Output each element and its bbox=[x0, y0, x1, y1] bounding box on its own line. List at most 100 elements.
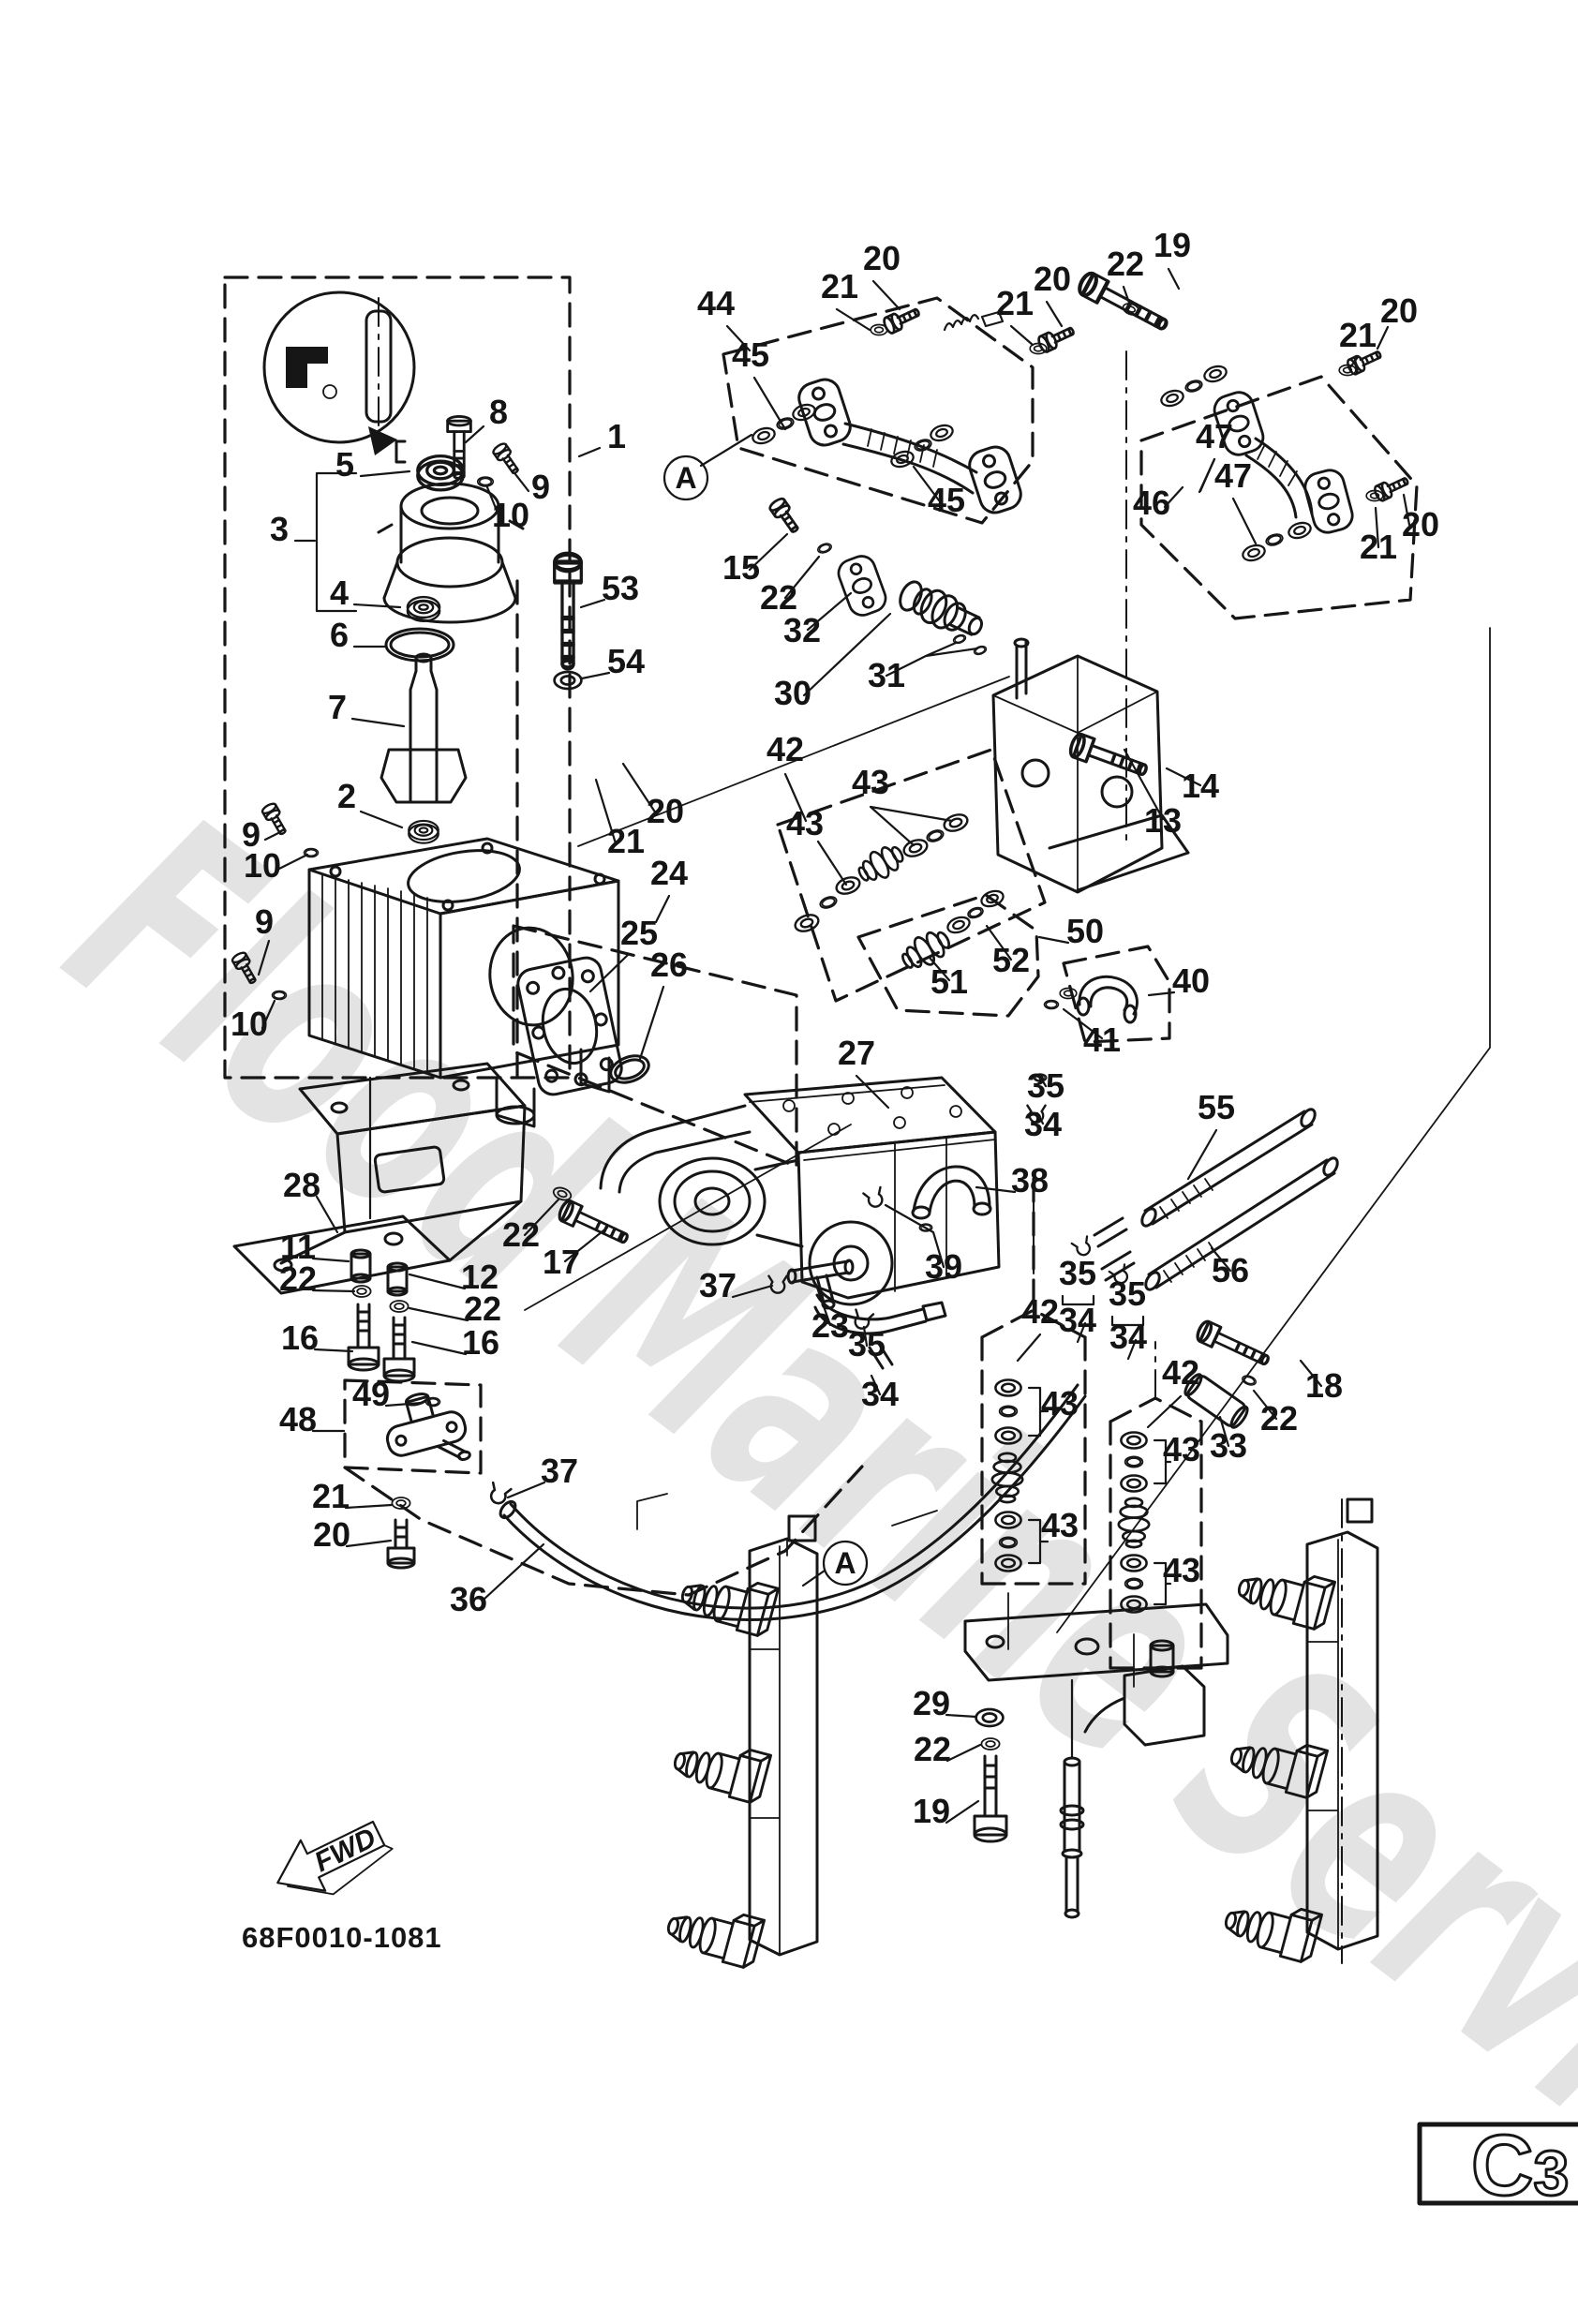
washer-22 bbox=[815, 541, 834, 556]
callout-23: 45 bbox=[928, 481, 965, 519]
callout-46: 43 bbox=[786, 804, 824, 842]
leader-lines bbox=[257, 267, 1411, 1825]
callout-17: 20 bbox=[647, 792, 684, 830]
callout-63: 12 bbox=[461, 1258, 499, 1296]
callout-54: 34 bbox=[1024, 1105, 1062, 1143]
callout-84: 43 bbox=[1041, 1506, 1079, 1544]
callout-76: 37 bbox=[541, 1452, 578, 1490]
callout-66: 22 bbox=[502, 1215, 540, 1254]
callout-13: 10 bbox=[244, 846, 281, 885]
callout-75: 20 bbox=[313, 1515, 350, 1554]
seal-detail-inset bbox=[286, 297, 393, 438]
callout-37: 15 bbox=[722, 548, 760, 587]
bearing-2 bbox=[408, 819, 439, 844]
callout-71: 34 bbox=[861, 1375, 899, 1413]
callout-21: 44 bbox=[697, 284, 735, 322]
group-body-13 bbox=[991, 637, 1190, 894]
injector bbox=[668, 1730, 773, 1806]
callout-55: 55 bbox=[1198, 1088, 1235, 1126]
callout-83: 43 bbox=[1041, 1384, 1079, 1423]
group-damper-33 bbox=[1184, 1318, 1274, 1429]
oring-31 bbox=[972, 644, 989, 657]
construction-lines bbox=[524, 350, 1491, 1633]
spring-fitting bbox=[943, 310, 1005, 332]
washer-22 bbox=[1240, 1373, 1258, 1388]
group-seal-kit-50 bbox=[856, 886, 1040, 1018]
callout-32: 47 bbox=[1196, 417, 1233, 455]
washer-40 bbox=[1059, 987, 1078, 1000]
callout-78: 35 bbox=[1059, 1254, 1096, 1292]
drawing-code: 68F0010-1081 bbox=[242, 1921, 442, 1954]
collar-12 bbox=[386, 1261, 409, 1297]
group-fitting-40 bbox=[1026, 945, 1171, 1124]
callout-9: 54 bbox=[607, 642, 645, 680]
callout-16: 21 bbox=[607, 822, 645, 860]
callout-68: 37 bbox=[699, 1266, 737, 1304]
cylinder-block bbox=[307, 837, 620, 1128]
fwd-arrow-label: FWD bbox=[310, 1823, 381, 1879]
oring-43 bbox=[817, 893, 840, 912]
callout-14: 9 bbox=[255, 902, 274, 941]
callout-6: 4 bbox=[330, 574, 349, 612]
bolt-20 bbox=[1035, 321, 1079, 355]
bearing-4 bbox=[406, 595, 441, 622]
callout-59: 28 bbox=[283, 1166, 320, 1204]
group-hoses-38-39 bbox=[862, 1165, 1035, 1312]
fuel-pipe-36 bbox=[502, 1383, 1087, 1621]
callout-12: 9 bbox=[242, 815, 261, 854]
bolt-18 bbox=[1193, 1318, 1274, 1373]
washer-43 bbox=[901, 835, 930, 861]
washer-43 bbox=[792, 910, 822, 936]
callout-18: 24 bbox=[650, 854, 688, 892]
pipe-23 bbox=[786, 1259, 855, 1310]
callout-45: 43 bbox=[852, 763, 889, 801]
callout-77: 36 bbox=[450, 1580, 487, 1618]
callout-85: 42 bbox=[1162, 1353, 1199, 1392]
page-tag-digit: 3 bbox=[1533, 2138, 1569, 2209]
callout-93: 19 bbox=[913, 1792, 950, 1830]
callout-48: 52 bbox=[992, 941, 1030, 979]
callout-92: 22 bbox=[914, 1730, 951, 1768]
callout-73: 48 bbox=[279, 1400, 317, 1438]
callout-41: 31 bbox=[868, 656, 905, 694]
callout-25: 20 bbox=[863, 239, 901, 277]
oring-47 bbox=[1183, 378, 1205, 395]
group-injector-rail-left bbox=[662, 1514, 819, 1971]
oring-10 bbox=[476, 476, 495, 487]
callout-50: 40 bbox=[1172, 961, 1210, 1000]
gasket-25 bbox=[516, 956, 623, 1096]
callout-11: 2 bbox=[337, 777, 356, 815]
callout-40: 30 bbox=[774, 674, 811, 712]
callout-10: 7 bbox=[328, 688, 347, 726]
oring-43 bbox=[924, 827, 946, 845]
callout-53: 35 bbox=[1027, 1066, 1064, 1105]
callout-51: 41 bbox=[1083, 1020, 1121, 1059]
callout-90: 18 bbox=[1305, 1366, 1343, 1405]
seal-45 bbox=[750, 425, 778, 447]
fwd-arrow: FWD bbox=[276, 1820, 394, 1896]
clip-39 bbox=[862, 1185, 887, 1211]
callout-29: 19 bbox=[1154, 226, 1191, 264]
callout-61: 22 bbox=[279, 1259, 317, 1298]
callout-1: 8 bbox=[489, 393, 508, 431]
callout-28: 22 bbox=[1107, 245, 1144, 283]
callout-24: 21 bbox=[821, 267, 858, 305]
group-seal-column-left bbox=[980, 1308, 1087, 1650]
callout-42: 13 bbox=[1144, 801, 1182, 840]
callout-87: 43 bbox=[1163, 1551, 1200, 1589]
callout-44: 42 bbox=[767, 730, 804, 768]
callout-38: 22 bbox=[760, 578, 797, 617]
group-fuel-pump bbox=[599, 1076, 1001, 1370]
seal-45 bbox=[928, 422, 956, 444]
shaft-7 bbox=[380, 652, 468, 804]
screw-9 bbox=[490, 440, 524, 478]
svg-text:C3: C3 bbox=[1471, 2118, 1569, 2213]
oring-41 bbox=[1043, 999, 1060, 1010]
callout-79: 34 bbox=[1059, 1301, 1096, 1339]
callout-88: 33 bbox=[1210, 1426, 1247, 1465]
washer-22 bbox=[351, 1285, 372, 1298]
callout-91: 29 bbox=[913, 1684, 950, 1722]
washer-54 bbox=[553, 670, 583, 691]
callout-69: 23 bbox=[811, 1306, 849, 1345]
